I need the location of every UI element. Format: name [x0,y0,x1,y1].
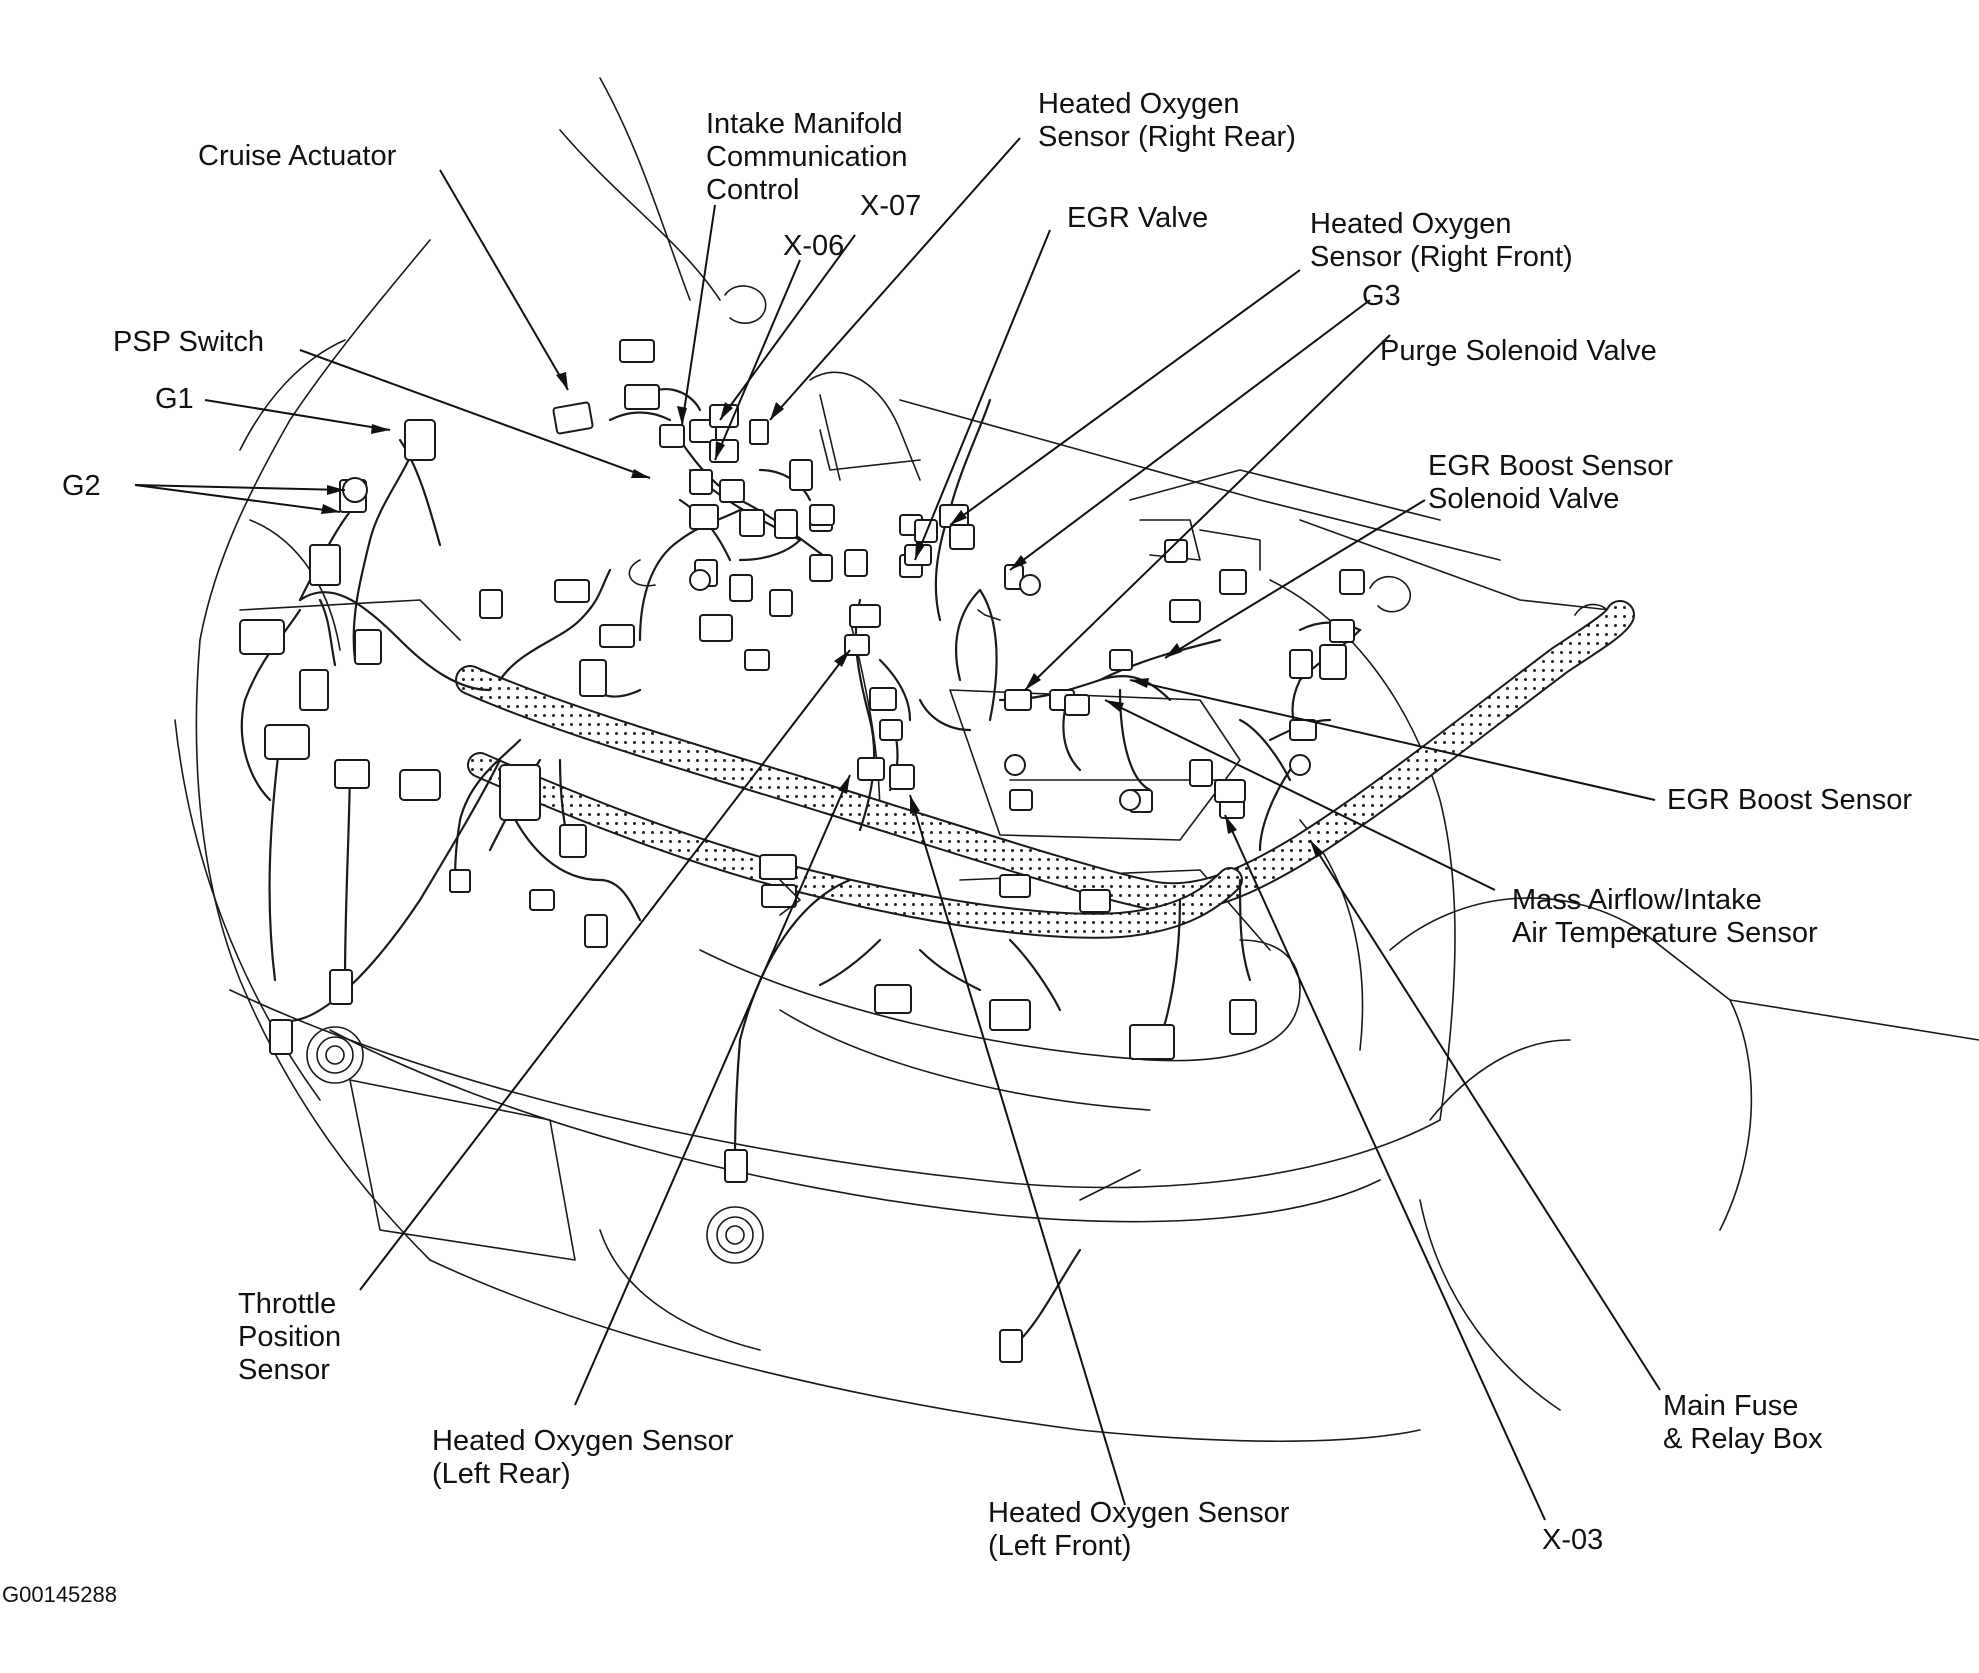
label-purge-solenoid-valve: Purge Solenoid Valve [1380,335,1657,367]
label-g2: G2 [62,470,101,502]
connectors [239,339,1365,1363]
dotted-harness [455,600,1635,939]
label-main-fuse-relay-box: Main Fuse & Relay Box [1663,1390,1823,1455]
leader-lines [134,137,1661,1521]
label-heated-oxygen-sensor-left-rear: Heated Oxygen Sensor (Left Rear) [432,1425,734,1490]
label-egr-boost-sensor: EGR Boost Sensor [1667,784,1912,816]
label-x-06: X-06 [783,230,845,262]
label-egr-boost-sensor-solenoid-valve: EGR Boost Sensor Solenoid Valve [1428,450,1673,515]
label-cruise-actuator: Cruise Actuator [198,140,397,172]
label-x-03: X-03 [1542,1524,1604,1556]
label-psp-switch: PSP Switch [113,326,264,358]
label-mass-airflow-intake-air-temperature-sensor: Mass Airflow/Intake Air Temperature Sens… [1512,884,1818,949]
vehicle-body-outline [174,77,1979,1443]
label-heated-oxygen-sensor-left-front: Heated Oxygen Sensor (Left Front) [988,1497,1290,1562]
label-g3: G3 [1362,280,1401,312]
figure-id: G00145288 [2,1582,117,1607]
label-egr-valve: EGR Valve [1067,202,1209,234]
label-heated-oxygen-sensor-right-rear: Heated Oxygen Sensor (Right Rear) [1038,88,1296,153]
label-heated-oxygen-sensor-right-front: Heated Oxygen Sensor (Right Front) [1310,208,1573,273]
label-g1: G1 [155,383,194,415]
label-throttle-position-sensor: Throttle Position Sensor [238,1288,342,1386]
label-intake-manifold-communication-control: Intake Manifold Communication Control [706,108,908,206]
label-x-07: X-07 [860,190,922,222]
